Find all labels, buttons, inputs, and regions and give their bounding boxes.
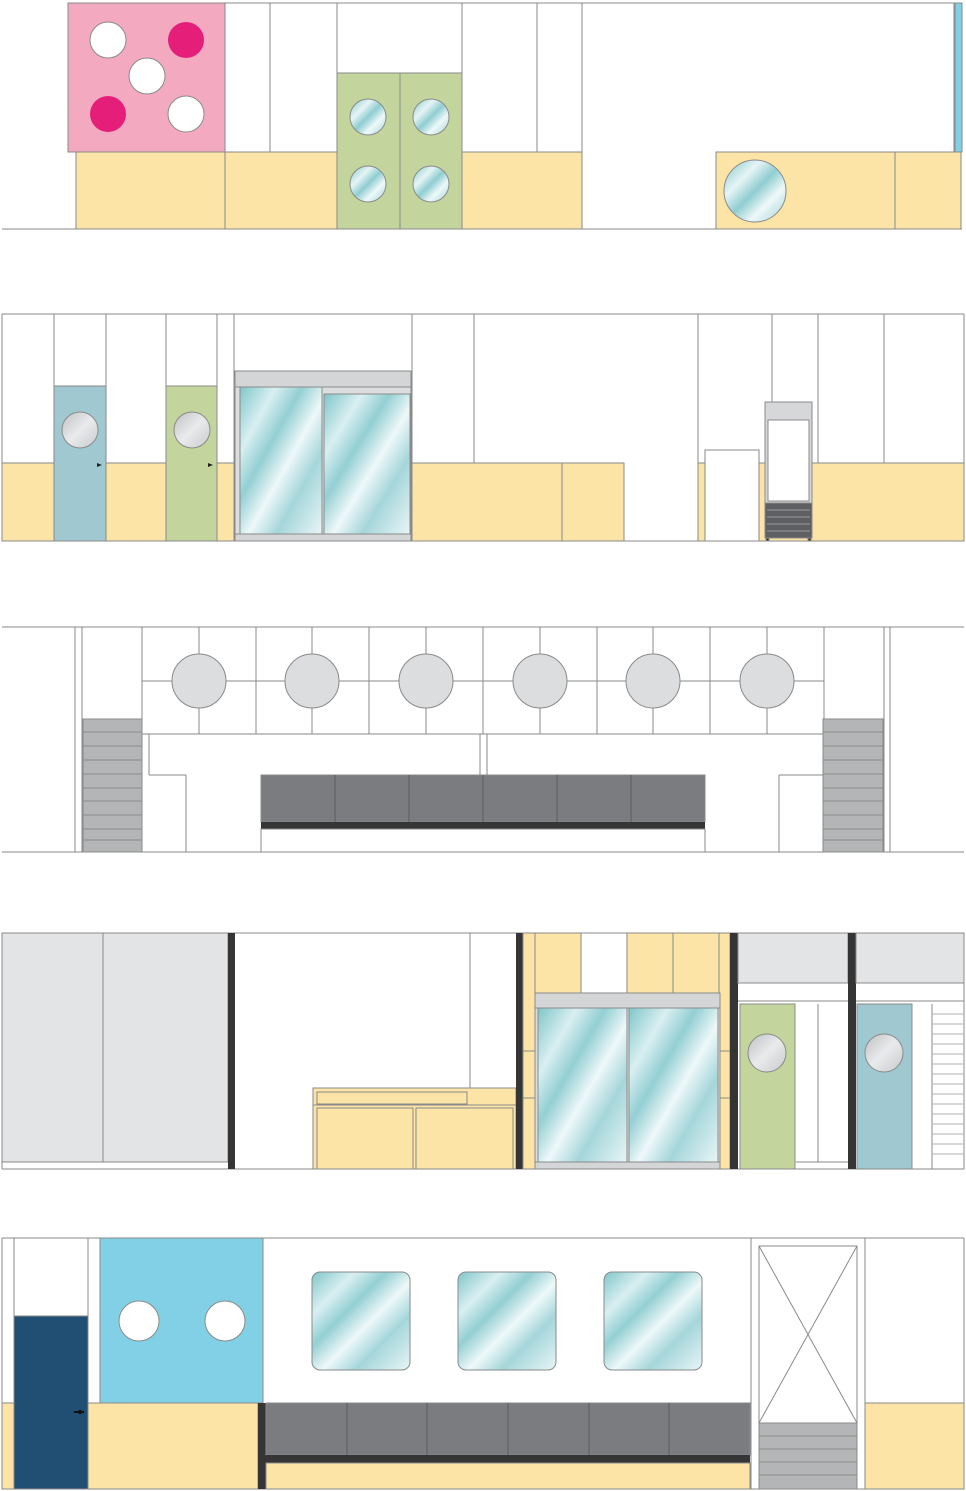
reception-desk xyxy=(312,1087,517,1170)
green-double-door xyxy=(336,72,463,230)
bench xyxy=(260,774,706,853)
sliding-glass-door-4 xyxy=(534,992,721,1170)
sliding-glass-door xyxy=(234,370,412,542)
grey-panels xyxy=(1,932,229,1163)
blue-porthole-door-4 xyxy=(856,1003,913,1170)
wood-cabinets xyxy=(75,151,583,230)
display-fridge xyxy=(764,401,813,542)
porthole-wall xyxy=(141,626,825,735)
elevation-1 xyxy=(2,2,963,230)
glass-windows xyxy=(311,1271,703,1371)
pink-panel-with-dots xyxy=(67,2,226,153)
green-porthole-door xyxy=(165,385,218,542)
elevation-5 xyxy=(1,1237,965,1490)
elevation-3 xyxy=(2,626,964,853)
sky-blue-panel xyxy=(99,1237,264,1404)
bench-5 xyxy=(265,1402,751,1490)
staircase-left xyxy=(82,718,143,853)
porthole-cabinet xyxy=(715,151,962,230)
elevation-4 xyxy=(1,932,965,1170)
blue-porthole-door xyxy=(53,385,107,542)
staircase-right xyxy=(822,718,884,853)
elevation-2 xyxy=(1,313,965,542)
green-porthole-door-4 xyxy=(739,1003,796,1170)
navy-door xyxy=(13,1315,89,1490)
staircase-5 xyxy=(758,1245,858,1490)
blue-edge-strip xyxy=(954,2,963,153)
